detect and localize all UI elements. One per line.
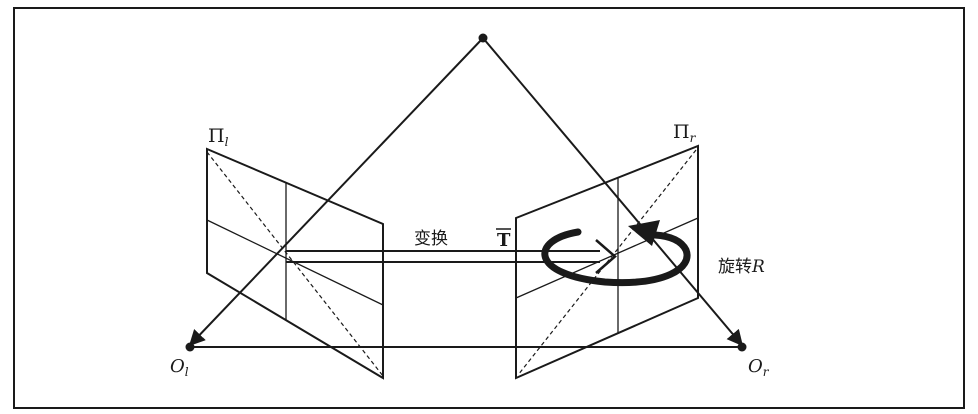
ray-to-right-center	[482, 37, 744, 347]
left-plane-label: Πl	[208, 125, 229, 149]
left-center-point	[185, 342, 195, 352]
rotation-label: 旋转R	[718, 257, 765, 277]
translation-arrow	[286, 239, 617, 274]
translation-symbol: T	[497, 230, 511, 251]
ray-to-left-center	[188, 37, 484, 347]
right-center-label: Or	[748, 356, 770, 379]
left-center-label: Ol	[170, 356, 189, 379]
right-center-point	[737, 342, 747, 352]
left-image-plane	[206, 147, 384, 380]
translation-label: 变换	[414, 229, 448, 249]
right-plane-label: Πr	[673, 121, 697, 145]
world-point	[478, 33, 488, 43]
rotation-arrow	[541, 220, 691, 287]
figure-frame	[13, 7, 965, 409]
